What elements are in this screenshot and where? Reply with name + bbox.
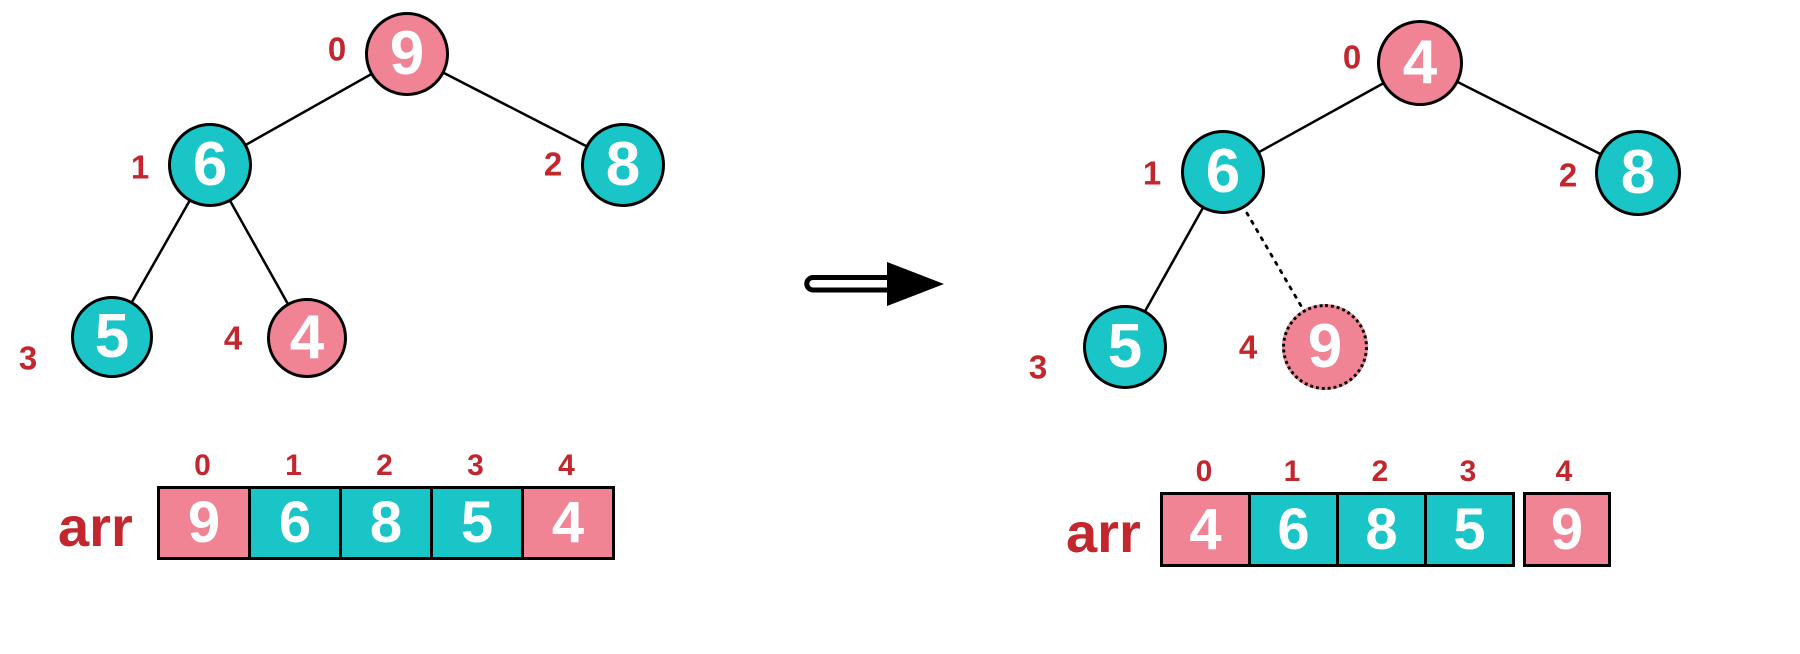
node-value: 9 xyxy=(1307,312,1343,381)
array-right: 0 1 2 3 4 4 6 8 5 9 xyxy=(1160,456,1611,567)
tree-index-label: 1 xyxy=(1142,154,1162,192)
tree-node: 6 xyxy=(168,123,252,207)
cell-value: 5 xyxy=(460,490,494,555)
tree-node: 8 xyxy=(1595,130,1681,216)
cell-value: 6 xyxy=(1277,496,1310,562)
array-cell: 6 xyxy=(1248,492,1339,567)
array-cell: 8 xyxy=(339,486,433,560)
node-value: 6 xyxy=(192,130,228,199)
node-value: 8 xyxy=(1620,138,1656,207)
cell-value: 9 xyxy=(1550,496,1584,562)
node-value: 9 xyxy=(389,19,425,88)
array-cell: 4 xyxy=(521,486,615,560)
cell-value: 4 xyxy=(1189,496,1222,562)
array-cell-dotted: 9 xyxy=(1523,492,1611,567)
tree-index-label: 2 xyxy=(543,145,563,183)
cell-value: 5 xyxy=(1453,496,1486,562)
cell-value: 9 xyxy=(187,490,221,555)
tree-index-label: 1 xyxy=(130,148,150,186)
tree-node: 5 xyxy=(1083,305,1167,389)
array-cells-row: 4 6 8 5 9 xyxy=(1160,492,1611,567)
array-cell: 5 xyxy=(430,486,524,560)
node-value: 4 xyxy=(289,303,325,372)
array-index-row: 0 1 2 3 4 xyxy=(157,450,615,482)
node-value: 6 xyxy=(1205,137,1241,206)
array-label: arr xyxy=(1066,501,1141,564)
cell-value: 8 xyxy=(369,490,403,555)
array-cell: 5 xyxy=(1424,492,1515,567)
tree-node: 6 xyxy=(1181,130,1265,214)
tree-index-label: 4 xyxy=(223,319,243,357)
cell-value: 4 xyxy=(551,490,585,555)
cell-value: 8 xyxy=(1365,496,1398,562)
node-value: 4 xyxy=(1402,28,1438,97)
tree-index-label: 4 xyxy=(1238,328,1258,366)
tree-index-label: 0 xyxy=(1342,38,1362,76)
array-index: 3 xyxy=(467,449,484,482)
array-cell: 4 xyxy=(1160,492,1251,567)
array-index: 1 xyxy=(285,449,302,482)
array-cell: 6 xyxy=(248,486,342,560)
tree-node: 4 xyxy=(1377,20,1463,106)
tree-node: 5 xyxy=(71,296,153,378)
array-index: 0 xyxy=(194,449,211,482)
tree-index-label: 2 xyxy=(1558,156,1578,194)
tree-index-label: 3 xyxy=(18,339,38,377)
array-label: arr xyxy=(58,495,133,558)
array-index: 3 xyxy=(1459,455,1477,488)
array-cells-row: 9 6 8 5 4 xyxy=(157,486,615,560)
tree-node: 4 xyxy=(267,298,347,378)
tree-index-label: 3 xyxy=(1028,348,1048,386)
array-index: 4 xyxy=(558,449,575,482)
cell-value: 6 xyxy=(278,490,312,555)
node-value: 8 xyxy=(605,130,641,199)
array-index: 2 xyxy=(1371,455,1389,488)
array-index: 4 xyxy=(1555,455,1573,488)
node-value: 5 xyxy=(1107,312,1143,381)
array-cell: 9 xyxy=(157,486,251,560)
tree-node: 9 xyxy=(365,12,449,96)
tree-node-dotted: 9 xyxy=(1282,304,1368,390)
array-index: 1 xyxy=(1283,455,1301,488)
tree-index-label: 0 xyxy=(327,30,347,68)
node-value: 5 xyxy=(94,302,130,371)
array-index: 0 xyxy=(1195,455,1213,488)
array-index: 2 xyxy=(376,449,393,482)
array-index-row: 0 1 2 3 4 xyxy=(1160,456,1611,488)
tree-node: 8 xyxy=(581,123,665,207)
array-cell: 8 xyxy=(1336,492,1427,567)
right-arrow-icon xyxy=(804,262,944,306)
array-left: 0 1 2 3 4 9 6 8 5 4 xyxy=(157,450,615,560)
